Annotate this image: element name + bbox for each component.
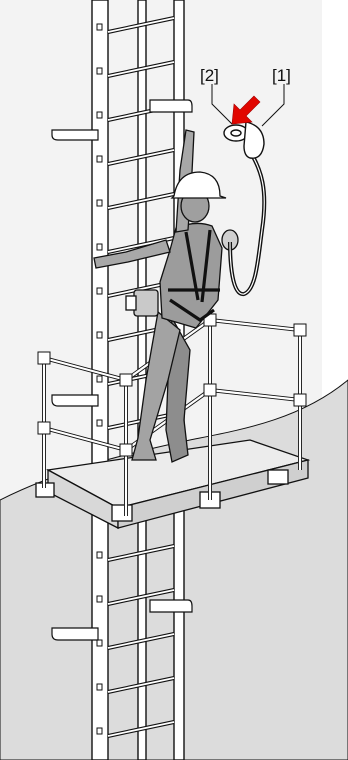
rail-hole — [97, 420, 102, 426]
rail-hole — [97, 332, 102, 338]
rail-hole — [97, 156, 102, 162]
fall-arrester-clip — [126, 296, 136, 310]
rail-hole — [97, 68, 102, 74]
callout-label-2: [2] — [200, 66, 219, 85]
bracket-right-1 — [150, 100, 192, 112]
platform-foot — [268, 470, 288, 484]
rail-hole — [97, 640, 102, 646]
callout-label-1: [1] — [272, 66, 291, 85]
rail-hole — [97, 728, 102, 734]
rail-hole — [97, 112, 102, 118]
rail-hole — [97, 288, 102, 294]
bracket-right-3 — [150, 600, 192, 612]
platform-foot — [112, 505, 132, 521]
rail-hole — [97, 552, 102, 558]
rail-hole — [97, 684, 102, 690]
anchor-eye — [231, 130, 241, 136]
rail-hole — [97, 200, 102, 206]
rail-hole — [97, 596, 102, 602]
rail-hole — [97, 376, 102, 382]
rail-hole — [97, 244, 102, 250]
bracket-left-2 — [52, 395, 98, 406]
rail-hole — [97, 24, 102, 30]
bracket-left-3 — [52, 628, 98, 640]
fall-arrester-device — [134, 290, 158, 316]
bracket-left-1 — [52, 130, 98, 140]
